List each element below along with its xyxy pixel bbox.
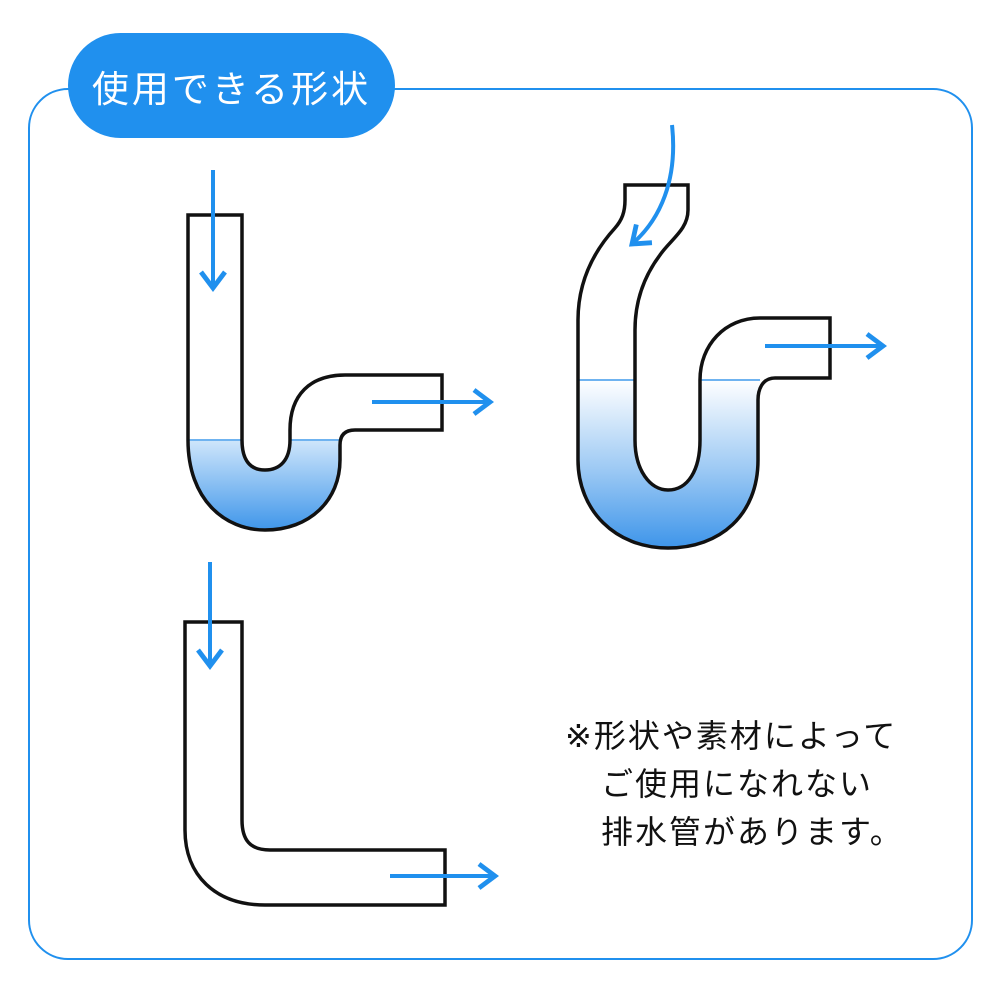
l-pipe-diagram — [183, 562, 499, 907]
pipe-outline — [183, 620, 447, 907]
pipe-outline — [576, 183, 832, 550]
water-fill — [578, 380, 830, 548]
caution-note: ※形状や素材によって ご使用になれない 排水管があります。 — [565, 712, 904, 856]
s-trap-tall-diagram — [576, 124, 887, 550]
content-frame — [28, 88, 973, 960]
note-line-1: ※形状や素材によって — [565, 717, 898, 755]
note-line-3: 排水管があります。 — [601, 813, 904, 851]
note-line-2: ご使用になれない — [601, 765, 874, 803]
flow-in-arrow-icon — [628, 124, 676, 247]
pipe-outline — [186, 213, 444, 532]
section-title: 使用できる形状 — [68, 33, 395, 138]
s-trap-low-diagram — [186, 170, 494, 532]
